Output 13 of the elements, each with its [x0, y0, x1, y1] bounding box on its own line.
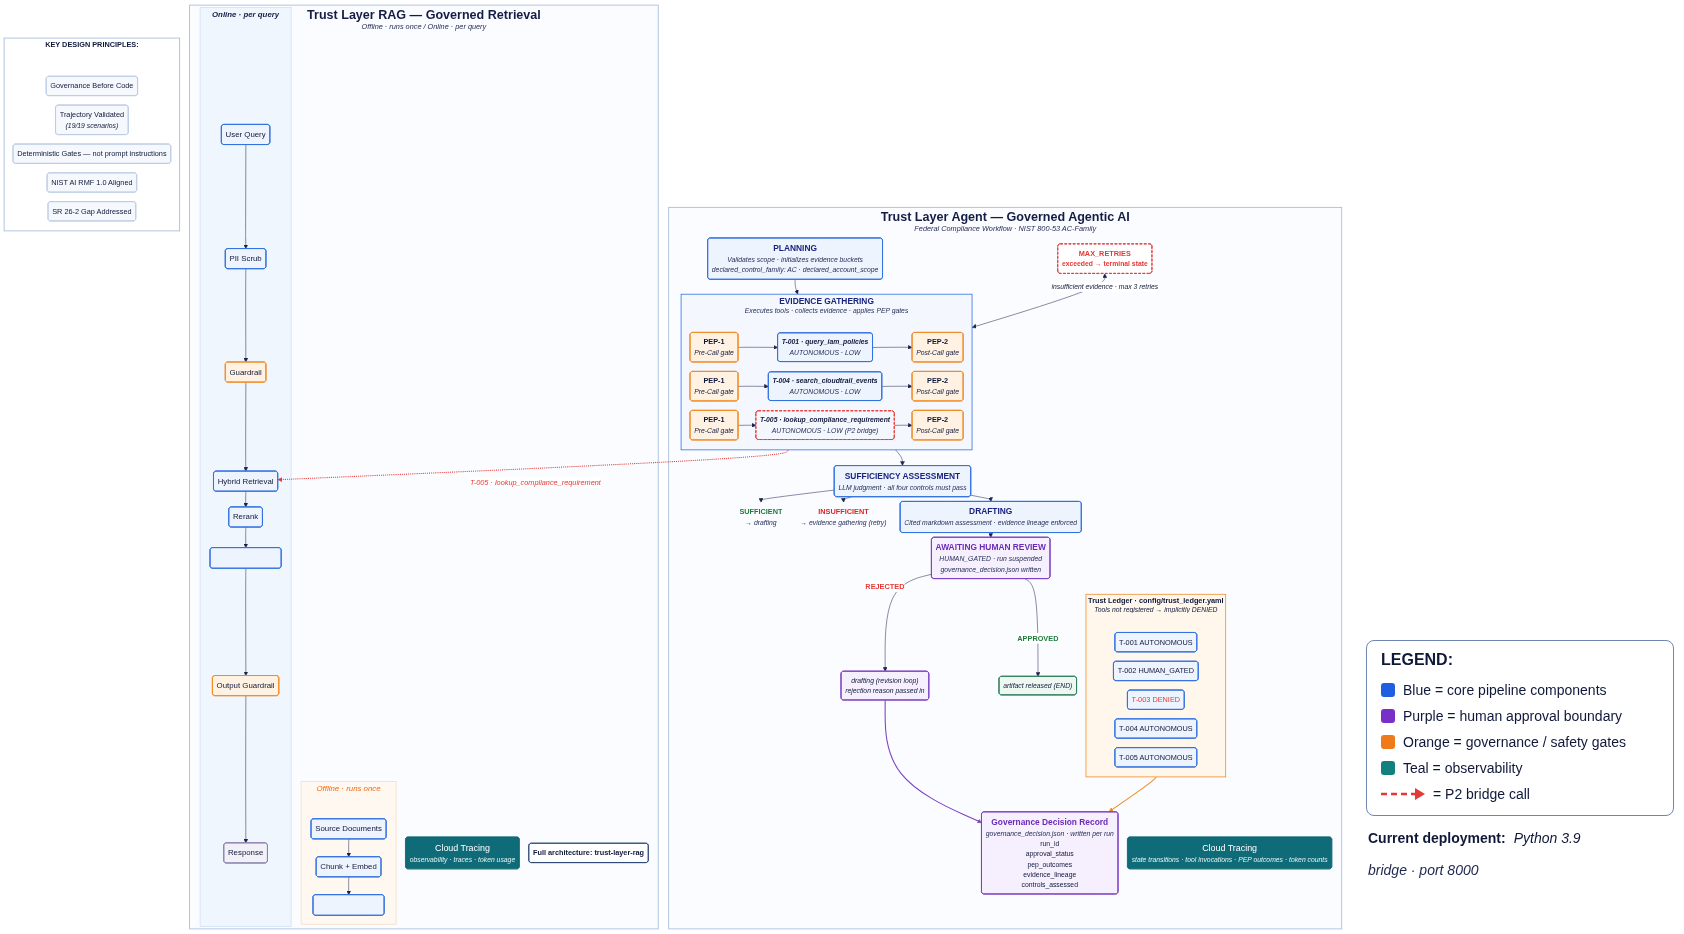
deployment-value: Python 3.9 [1513, 830, 1581, 846]
legend-text: Teal = observability [1403, 760, 1523, 776]
legend-heading: LEGEND: [1381, 651, 1453, 669]
legend-text: Purple = human approval boundary [1403, 708, 1623, 724]
bridge-note: bridge · port 8000 [1368, 862, 1479, 878]
arrow [1108, 776, 1157, 813]
arrow [884, 699, 982, 824]
legend-text: Orange = governance / safety gates [1403, 734, 1626, 750]
legend-text: = P2 bridge call [1433, 786, 1530, 802]
arrow [988, 532, 993, 538]
arrow [277, 449, 789, 482]
legend-text: Blue = core pipeline components [1403, 682, 1607, 698]
deployment-label: Current deployment: [1368, 830, 1506, 846]
